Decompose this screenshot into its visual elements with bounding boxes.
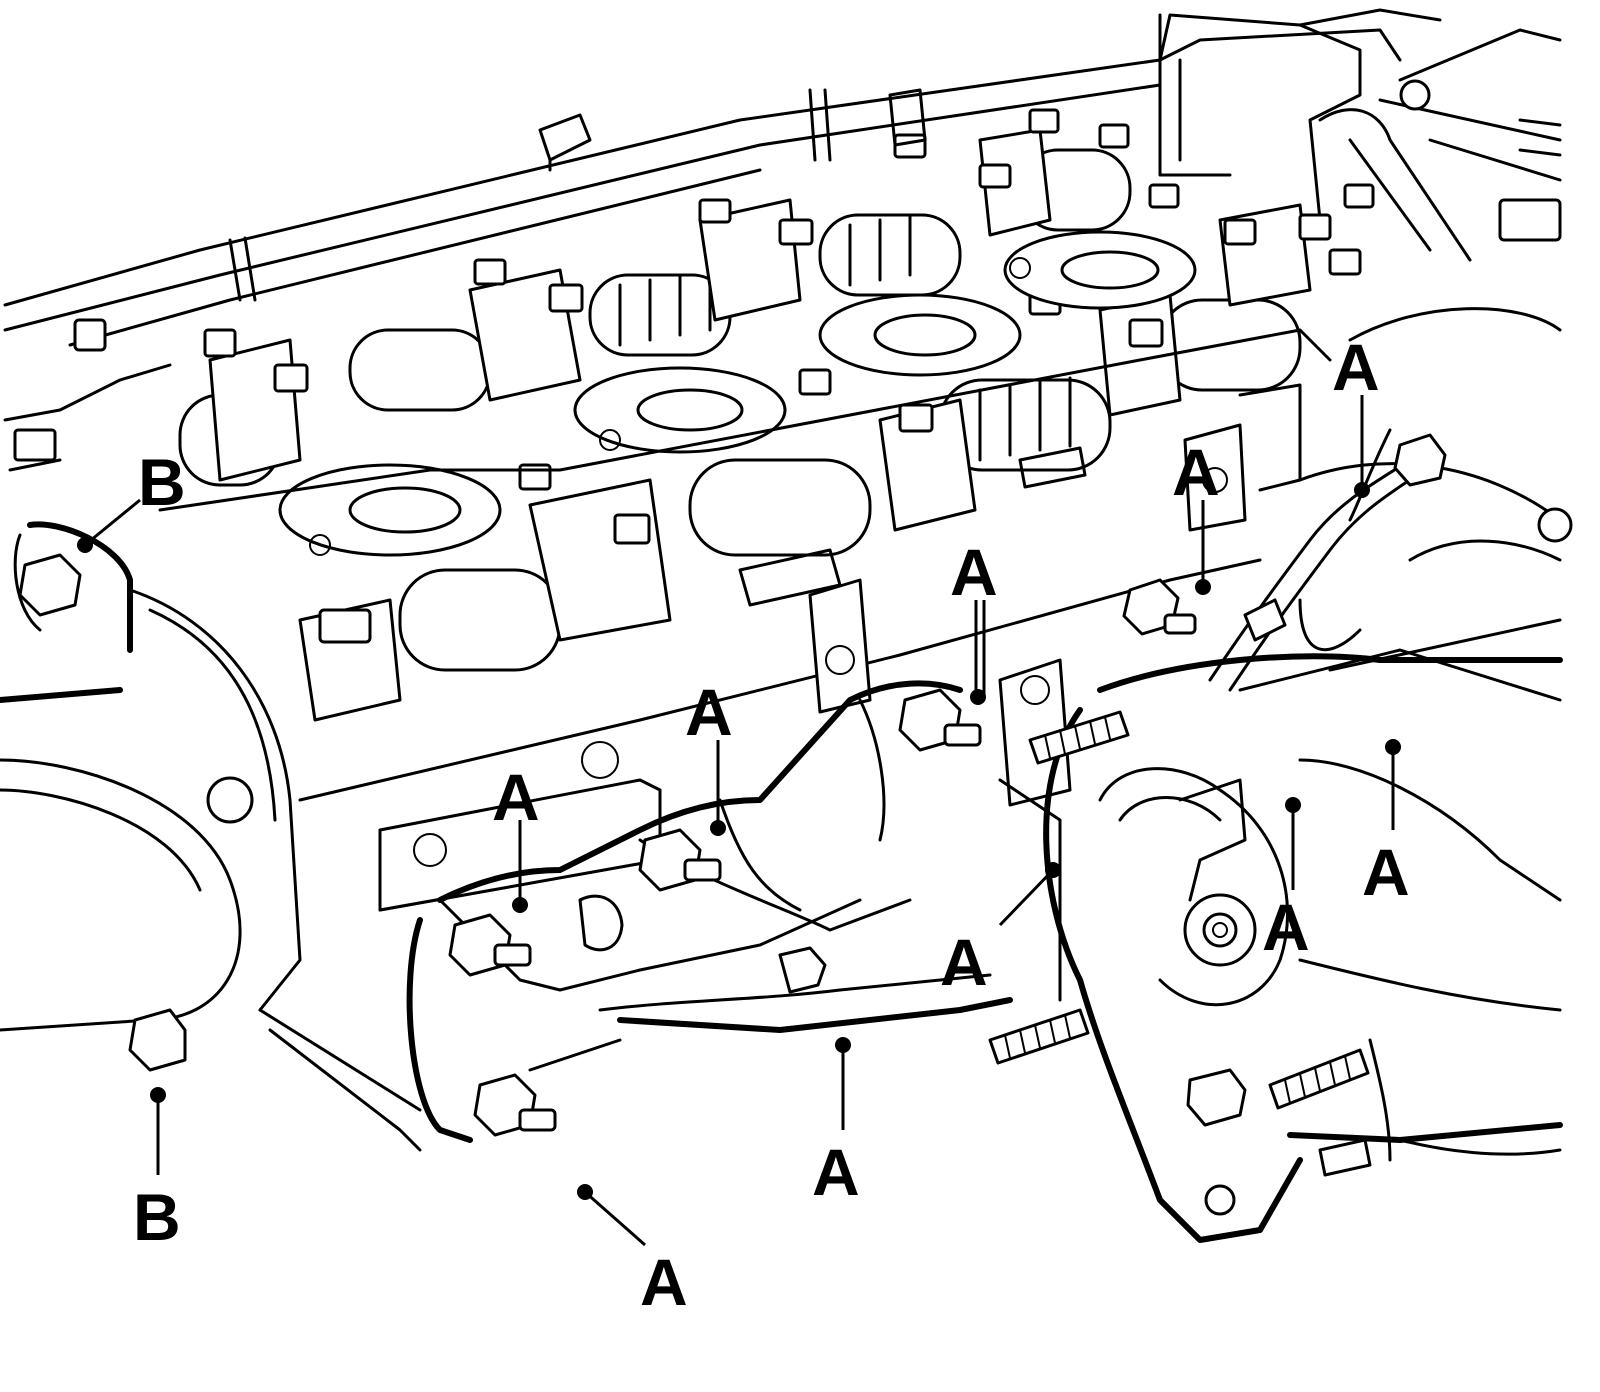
cap-bolts xyxy=(13,108,1375,644)
cylinder-head-outline xyxy=(3,8,1562,347)
callout-a-manifold-center: A xyxy=(950,535,998,609)
callout-a-oil-pipe: A xyxy=(1332,330,1380,404)
callout-labels: B B A A A A A A A A A A xyxy=(133,330,1410,1319)
callout-a-manifold-center-left: A xyxy=(685,675,733,749)
oil-feed-pipe xyxy=(1208,428,1447,692)
spark-plug-wells xyxy=(278,230,1197,557)
callout-a-turbo-flange: A xyxy=(940,925,988,999)
camshaft-rear xyxy=(348,148,1132,412)
exhaust-manifold xyxy=(406,658,1072,1143)
callout-b-lower: B xyxy=(133,1180,181,1254)
callout-a-manifold-right: A xyxy=(1172,435,1220,509)
callout-leaders xyxy=(77,395,1401,1247)
vacuum-pump xyxy=(0,588,422,1152)
front-cover xyxy=(0,363,172,703)
turbocharger xyxy=(1043,307,1573,1243)
head-exhaust-face xyxy=(158,328,1332,912)
callout-a-manifold-bottom: A xyxy=(812,1135,860,1209)
callout-a-lower-stud: A xyxy=(640,1245,688,1319)
callout-a-turbo-right: A xyxy=(1362,835,1410,909)
turbo-studs xyxy=(988,710,1372,1177)
callout-a-manifold-left: A xyxy=(492,760,540,834)
upper-bracket xyxy=(228,28,1562,302)
callout-a-turbo-center: A xyxy=(1262,890,1310,964)
callout-b-upper: B xyxy=(138,445,186,519)
manifold-nuts xyxy=(18,553,1197,1137)
